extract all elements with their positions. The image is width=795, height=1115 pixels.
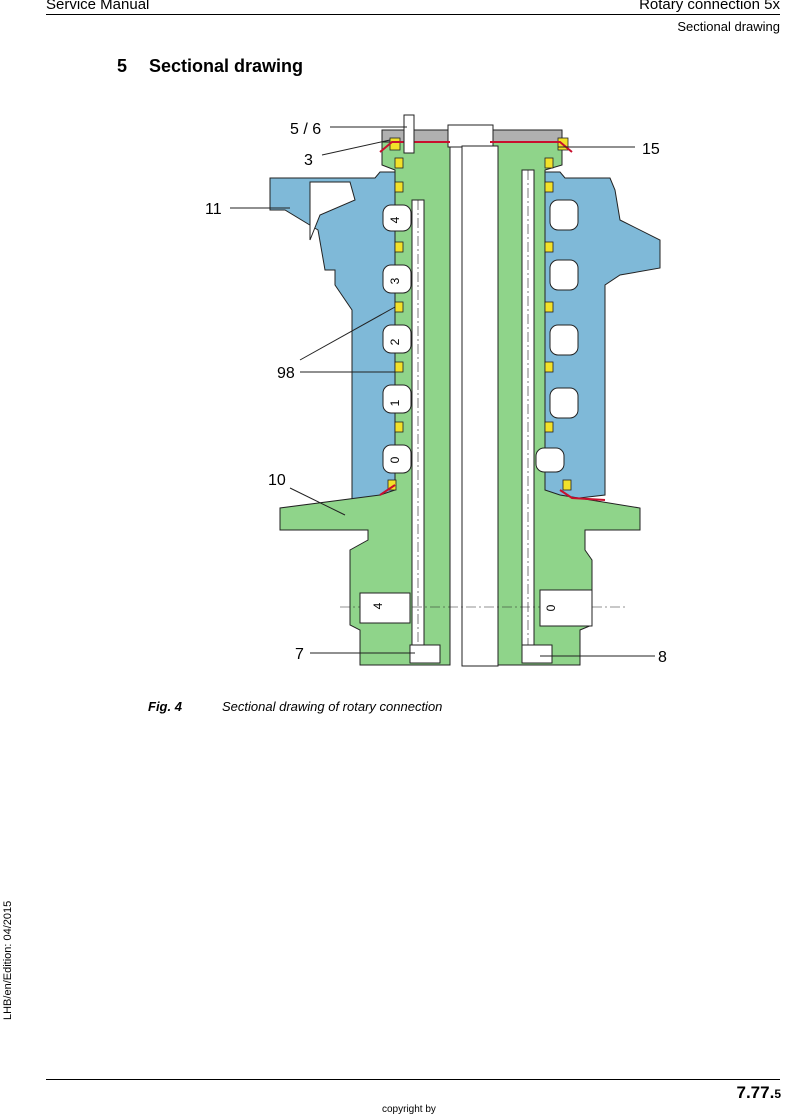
fixing-bolt [403, 114, 415, 154]
sectional-drawing: 4 3 2 1 0 4 0 5 / 6 3 15 11 98 10 7 8 [205, 114, 667, 667]
section-heading: 5 Sectional drawing [117, 56, 303, 77]
callout-10: 10 [268, 472, 286, 489]
port-label-0: 0 [388, 456, 402, 463]
header-section-title: Sectional drawing [677, 19, 780, 34]
bottom-plug-left [409, 644, 441, 664]
callout-11: 11 [205, 201, 222, 218]
callout-15: 15 [642, 141, 660, 158]
housing-left [269, 171, 396, 503]
housing-channel [309, 181, 356, 241]
copyright-note: copyright by [382, 1104, 436, 1115]
port-label-1: 1 [388, 399, 402, 406]
port-label-2: 2 [388, 338, 402, 345]
callout-3: 3 [304, 152, 313, 169]
section-title: Sectional drawing [149, 56, 304, 76]
port-block-left [359, 592, 411, 624]
callout-98: 98 [277, 365, 295, 382]
figure-caption-text: Sectional drawing of rotary connection [222, 699, 443, 714]
section-number: 5 [117, 56, 128, 76]
leader-lines [230, 126, 655, 657]
top-cap-slot [447, 124, 494, 148]
port-block-right [539, 589, 593, 627]
header-chapter-title: Rotary connection 5x [639, 0, 780, 13]
port-label-4: 4 [388, 216, 402, 223]
central-bore [461, 145, 499, 667]
callout-7: 7 [295, 646, 304, 663]
port-block-label-4: 4 [371, 602, 385, 609]
header-document-title: Service Manual [46, 0, 150, 13]
ring-grooves-left [382, 204, 412, 474]
housing-right [544, 171, 661, 503]
figure-caption: Fig. 4 Sectional drawing of rotary connec… [148, 699, 442, 714]
callout-8: 8 [658, 649, 667, 666]
edition-note: LHB/en/Edition: 04/2015 [2, 900, 14, 1020]
port-block-label-0: 0 [544, 604, 558, 611]
bottom-plug-right [521, 644, 553, 664]
page-number: 7.77.5 [737, 1083, 782, 1103]
figure-label: Fig. 4 [148, 699, 182, 714]
header-rule [46, 14, 780, 15]
port-label-3: 3 [388, 277, 402, 284]
ring-grooves-right [535, 199, 579, 473]
gaskets [379, 141, 606, 501]
page-number-main: 7.77. [736, 1083, 775, 1102]
callout-5-6: 5 / 6 [290, 121, 321, 138]
footer-rule [46, 1079, 780, 1080]
page-number-sub: 5 [774, 1087, 781, 1101]
